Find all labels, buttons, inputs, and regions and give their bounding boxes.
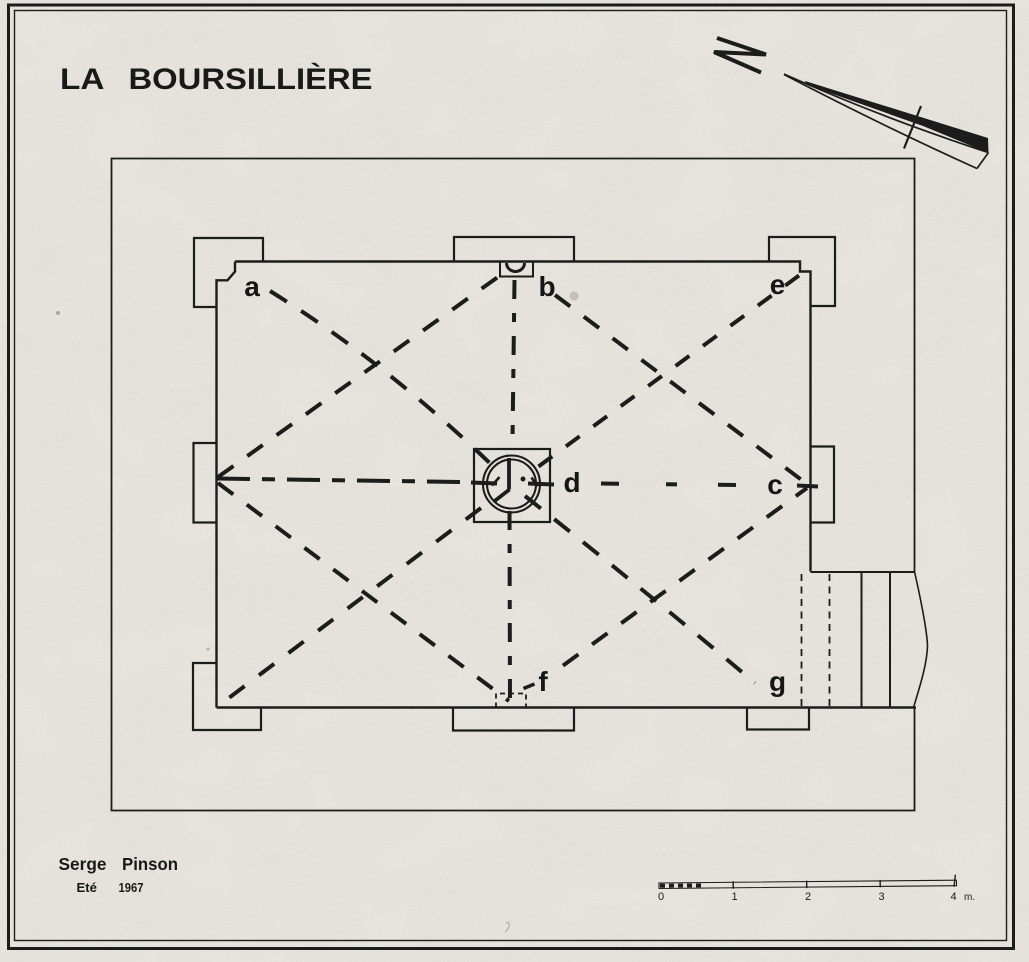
svg-text:BOURSILLIÈRE: BOURSILLIÈRE — [129, 62, 373, 96]
svg-text:LA: LA — [60, 63, 105, 96]
svg-text:f: f — [538, 666, 548, 697]
svg-text:2: 2 — [805, 891, 811, 903]
svg-text:4: 4 — [950, 891, 956, 903]
svg-text:Eté: Eté — [77, 880, 98, 895]
svg-text:0: 0 — [658, 891, 664, 903]
svg-text:3: 3 — [878, 891, 884, 903]
svg-text:Pinson: Pinson — [122, 854, 178, 874]
svg-text:e: e — [770, 269, 786, 300]
svg-text:Serge: Serge — [59, 854, 107, 874]
svg-text:1967: 1967 — [119, 880, 144, 895]
svg-text:g: g — [769, 666, 786, 697]
svg-text:c: c — [767, 469, 783, 500]
svg-text:d: d — [563, 467, 580, 498]
svg-text:m.: m. — [964, 892, 975, 903]
svg-text:1: 1 — [731, 891, 737, 903]
svg-text:b: b — [538, 271, 555, 302]
svg-text:a: a — [244, 271, 260, 302]
